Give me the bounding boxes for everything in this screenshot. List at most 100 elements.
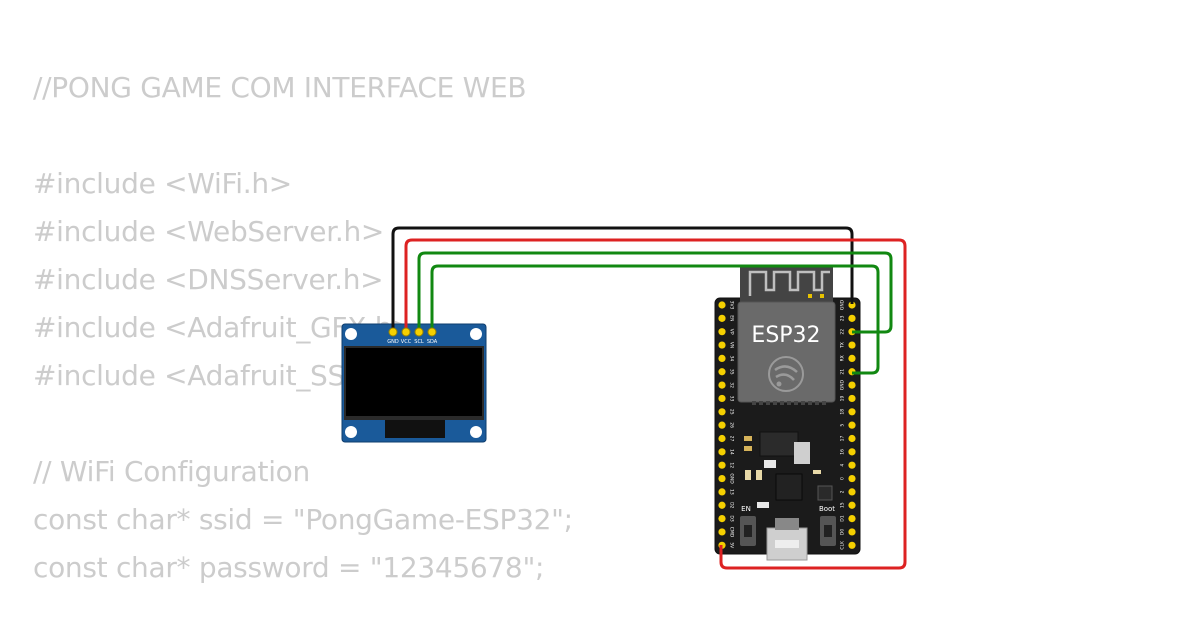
left-pin-labels: 3V3ENVPVN343532332526271412GND13D2D3CMD5… [729, 301, 735, 550]
right-pin-label: 2 [840, 490, 846, 493]
left-pin[interactable] [718, 394, 726, 403]
right-pin-label: 15 [840, 502, 846, 508]
antenna-trace [748, 270, 830, 296]
left-pin[interactable] [718, 528, 726, 536]
left-pin[interactable] [718, 434, 726, 443]
right-pin-label: D0 [840, 529, 846, 535]
module-label: ESP32 [751, 323, 820, 348]
oled-ribbon [385, 420, 445, 438]
espressif-logo-icon [768, 356, 804, 392]
left-pin-label: 32 [729, 382, 735, 388]
right-pin[interactable] [848, 515, 856, 523]
right-pin[interactable] [848, 448, 856, 456]
left-pin-label: D2 [729, 502, 735, 508]
esp32-module-shield [737, 301, 836, 403]
left-pin-label: CMD [729, 527, 735, 538]
left-pin-label: 3V3 [729, 301, 735, 310]
mounting-hole [345, 328, 357, 340]
right-pin-label: 16 [840, 449, 846, 455]
right-pin-label: GND [840, 299, 846, 310]
right-pin-label: 0 [840, 477, 846, 480]
right-pin[interactable] [848, 354, 856, 362]
left-pin-label: 13 [729, 489, 735, 495]
left-pin[interactable] [718, 314, 726, 322]
left-pin[interactable] [718, 408, 726, 416]
right-pin[interactable] [848, 301, 856, 309]
right-pin[interactable] [848, 474, 856, 483]
right-pin-label: 22 [840, 329, 846, 335]
mounting-hole [470, 426, 482, 438]
left-pin-label: 25 [729, 409, 735, 415]
usb-uart-chip [775, 473, 803, 501]
left-pin[interactable] [718, 488, 726, 496]
code-line: // WiFi Configuration [33, 455, 310, 488]
left-pin-label: 33 [729, 396, 735, 402]
right-pin-label: 17 [840, 436, 846, 442]
regulator-tab [794, 442, 810, 464]
code-line: //PONG GAME COM INTERFACE WEB [33, 71, 527, 104]
wires [391, 226, 907, 570]
right-pin-label: 21 [840, 369, 846, 375]
left-pin[interactable] [718, 328, 726, 336]
right-pin[interactable] [848, 314, 856, 322]
code-line: #include <DNSServer.h> [33, 263, 384, 296]
left-pin[interactable] [718, 301, 726, 309]
wire-gnd [391, 226, 854, 332]
left-pin[interactable] [718, 368, 726, 376]
oled-pin-label: GND [387, 339, 399, 345]
left-pin[interactable] [718, 461, 726, 469]
right-pin[interactable] [848, 341, 856, 349]
left-pin-label: VN [729, 342, 735, 348]
right-pin[interactable] [848, 541, 856, 549]
right-pin[interactable] [848, 434, 856, 443]
left-pin-label: 5V [729, 542, 735, 549]
left-pin[interactable] [718, 474, 726, 483]
right-pin[interactable] [848, 488, 856, 496]
right-pin[interactable] [848, 421, 856, 429]
right-pin[interactable] [848, 528, 856, 536]
code-line: #include <WiFi.h> [33, 167, 292, 200]
code-line: const char* ssid = "PongGame-ESP32"; [33, 503, 573, 536]
left-pin-label: 34 [729, 356, 735, 362]
left-pin[interactable] [718, 421, 726, 429]
left-pin[interactable] [718, 341, 726, 349]
left-pin-label: 12 [729, 462, 735, 468]
right-pin[interactable] [848, 394, 856, 403]
left-pin-label: 27 [729, 436, 735, 442]
boot-button-label: Boot [819, 505, 835, 513]
right-pin-label: RX [840, 355, 846, 361]
left-pin[interactable] [718, 501, 726, 509]
left-pin-label: 14 [729, 449, 735, 455]
right-pin-label: TX [840, 342, 846, 349]
right-pin[interactable] [848, 408, 856, 416]
left-pin[interactable] [718, 515, 726, 523]
wire-scl [417, 251, 893, 334]
left-pin-label: EN [729, 315, 735, 321]
en-button-label: EN [741, 505, 751, 513]
right-pin-label: 5 [840, 424, 846, 427]
right-pin[interactable] [848, 461, 856, 469]
right-pin-label: 23 [840, 315, 846, 321]
wire-sda [430, 264, 880, 375]
oled-pin-label: VCC [401, 339, 412, 345]
wire-vcc [404, 238, 907, 570]
oled-pin-label: SCL [414, 339, 424, 345]
voltage-regulator [759, 431, 799, 457]
right-pin[interactable] [848, 501, 856, 509]
esp32-board[interactable]: ESP32 EN Boot [714, 266, 861, 561]
left-pin-label: 35 [729, 369, 735, 375]
right-pin-label: CLK [840, 540, 846, 550]
left-pin[interactable] [718, 448, 726, 456]
code-line: #include <WebServer.h> [33, 215, 385, 248]
right-pin-label: 19 [840, 395, 846, 401]
right-pin-label: GND [840, 379, 846, 390]
left-pin[interactable] [718, 381, 726, 389]
right-pin[interactable] [848, 381, 856, 389]
oled-pin-label: SDA [427, 339, 438, 345]
left-pin[interactable] [718, 354, 726, 362]
oled-display-module[interactable]: GND VCC SCL SDA [341, 323, 487, 443]
mounting-hole [345, 426, 357, 438]
code-line: const char* password = "12345678"; [33, 551, 545, 584]
